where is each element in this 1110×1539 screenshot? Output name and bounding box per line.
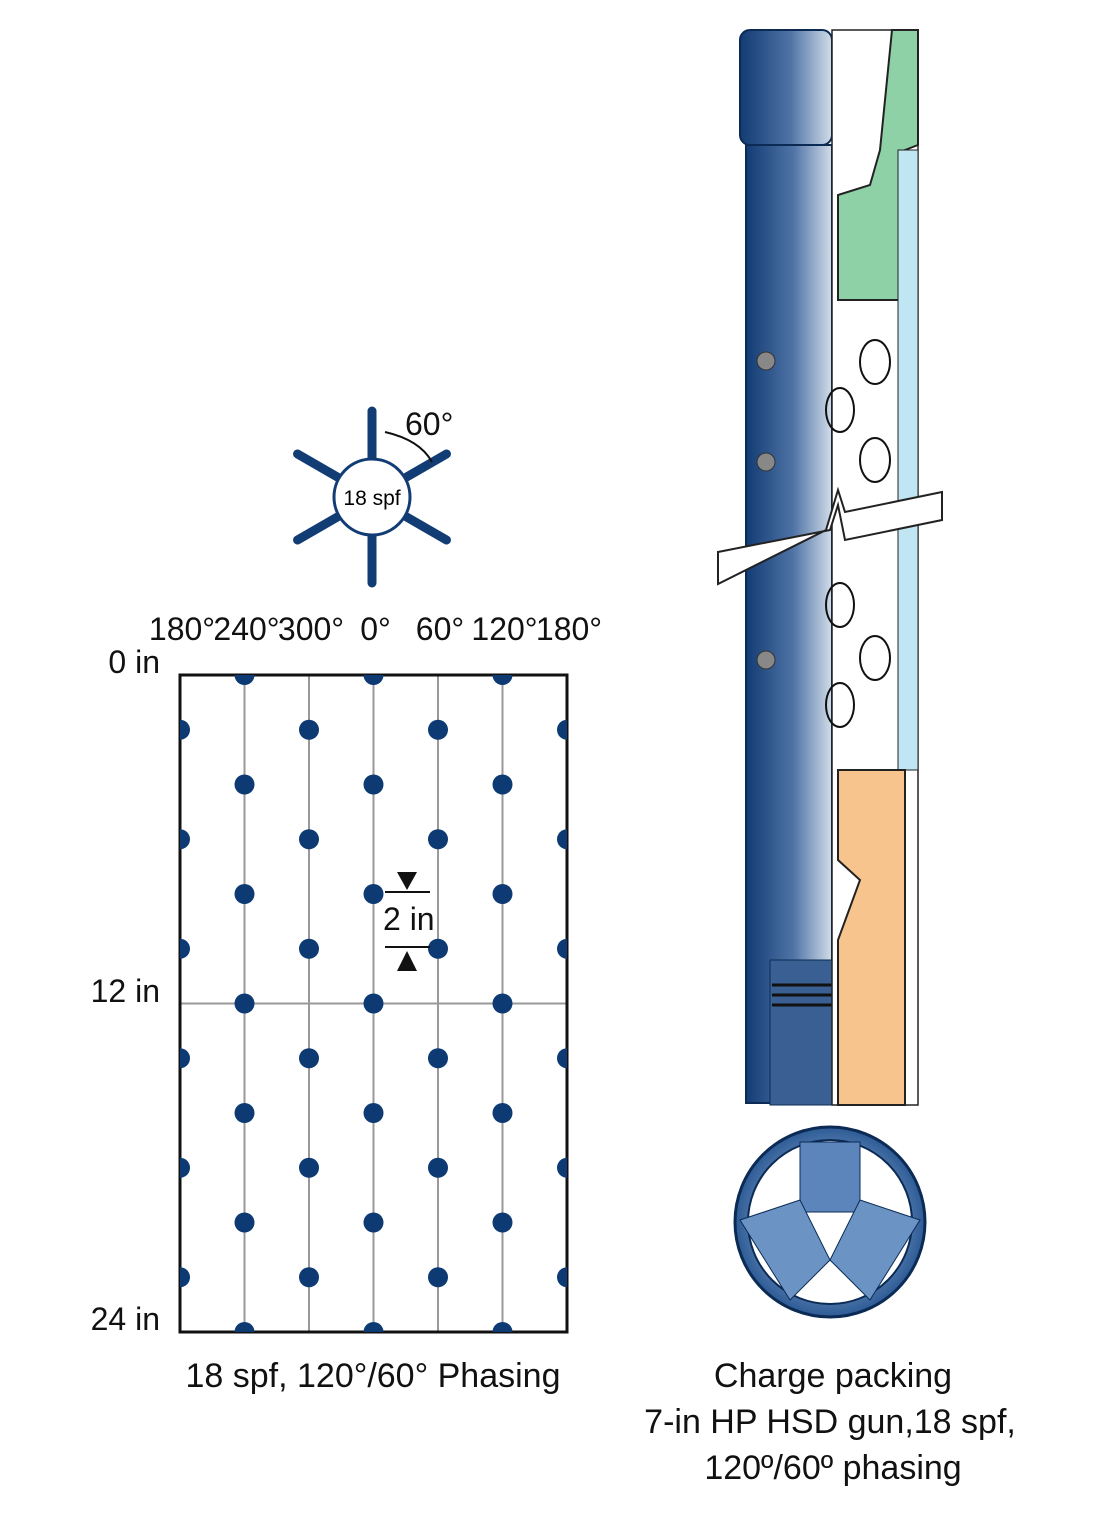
angle-arc (384, 431, 433, 463)
shot-dot (492, 774, 513, 795)
shot-dot (363, 884, 384, 904)
shot-dot (299, 829, 319, 850)
shot-dot (180, 938, 190, 959)
shot-dot (492, 675, 513, 685)
star-angle-label: 60° (405, 406, 453, 442)
depth-label-0: 0 in (108, 644, 160, 680)
column-label: 300° (278, 611, 344, 647)
shot-dot (234, 884, 255, 904)
shot-dot (363, 675, 384, 685)
shot-dot (492, 993, 513, 1014)
shot-dot (234, 1212, 255, 1233)
shot-dot (299, 1267, 319, 1288)
shot-dot (557, 938, 567, 959)
star-hub (332, 457, 412, 537)
shot-dot (180, 719, 190, 740)
spacing-marker: 2 in (383, 872, 435, 971)
shot-dot (299, 938, 319, 959)
star-blade (400, 449, 451, 483)
shot-dot (299, 719, 319, 740)
perforating-gun-illustration (717, 29, 943, 1319)
shot-dot (492, 1103, 513, 1123)
shot-dot (557, 1267, 567, 1288)
phasing-star-icon (293, 406, 451, 588)
shot-dot (180, 1157, 190, 1178)
spacing-label: 2 in (383, 901, 435, 937)
shot-dot (234, 1103, 255, 1123)
shot-dot (492, 1212, 513, 1233)
shot-dot (234, 1322, 255, 1332)
column-label: 240° (213, 611, 279, 647)
shot-dot (363, 1212, 384, 1233)
column-label: 120° (471, 611, 537, 647)
grid-caption: 18 spf, 120°/60° Phasing (185, 1357, 560, 1395)
shot-dot (363, 1103, 384, 1123)
gun-caption-line-2: 7-in HP HSD gun,18 spf, (644, 1403, 1016, 1441)
star-blade (293, 449, 344, 483)
column-label: 180° (536, 611, 602, 647)
arrow-up-icon (397, 951, 417, 971)
star-blade (293, 511, 344, 545)
shot-dot (428, 829, 448, 850)
shot-dot (180, 1267, 190, 1288)
column-label: 180° (149, 611, 215, 647)
shot-dot (557, 719, 567, 740)
gun-caption-line-3: 120º/60º phasing (704, 1449, 961, 1487)
shot-dot (299, 1048, 319, 1069)
shot-dot (180, 829, 190, 850)
shot-dot (428, 1267, 448, 1288)
column-label: 60° (416, 611, 464, 647)
star-center-label: 18 spf (343, 487, 400, 510)
shot-dot (492, 884, 513, 904)
shot-dot (557, 829, 567, 850)
shot-dot (363, 774, 384, 795)
shot-dot (492, 1322, 513, 1332)
shot-dot (557, 1157, 567, 1178)
shot-dot (428, 719, 448, 740)
depth-label-24: 24 in (91, 1301, 160, 1337)
column-label: 0° (360, 611, 391, 647)
shot-dot (234, 993, 255, 1014)
star-blade (400, 511, 451, 545)
shot-dot (299, 1157, 319, 1178)
gun-caption-line-1: Charge packing (714, 1357, 952, 1395)
shot-dot (363, 1322, 384, 1332)
depth-label-12: 12 in (91, 973, 160, 1009)
shot-dot (234, 675, 255, 685)
shot-dot (234, 774, 255, 795)
shot-dot (557, 1048, 567, 1069)
shot-dot (428, 1048, 448, 1069)
shot-dot (363, 993, 384, 1014)
arrow-down-icon (397, 872, 417, 890)
shot-dot (428, 1157, 448, 1178)
shot-dot (428, 938, 448, 959)
shot-dot (180, 1048, 190, 1069)
